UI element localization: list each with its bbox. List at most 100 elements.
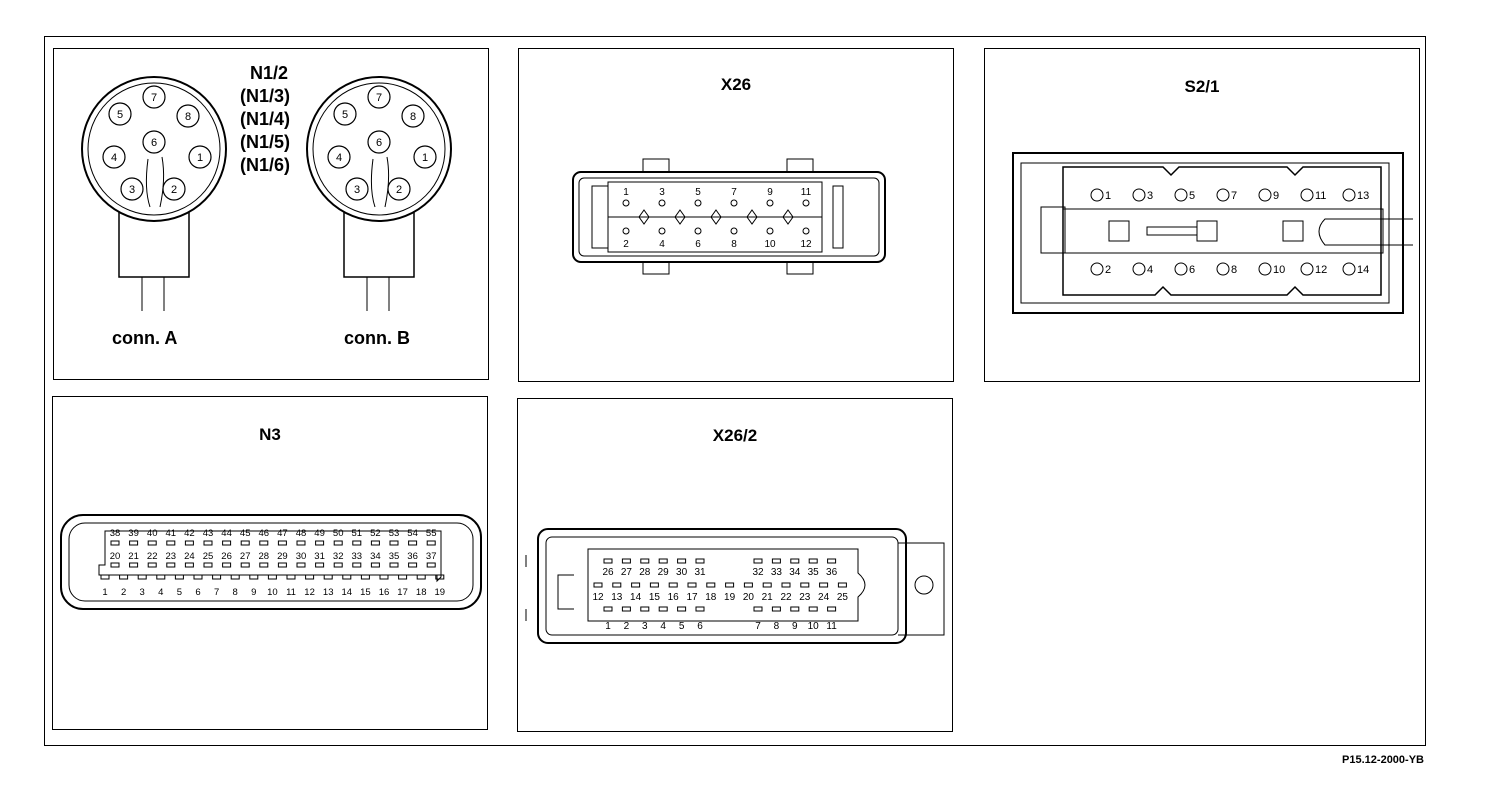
x26-2-pin-25-slot (837, 582, 847, 588)
x26-top-tab-right (786, 158, 814, 173)
x26-2-pin-33-slot (771, 558, 781, 564)
x26-2-pin-28-slot (640, 558, 650, 564)
x26-2-pin-19-slot (725, 582, 735, 588)
s2-1-pin-2-label: 2 (1105, 264, 1111, 276)
n3-pin-13-label: 13 (323, 587, 334, 598)
pin-8-circle (176, 104, 200, 128)
s2-1-pin-8-label: 8 (1231, 264, 1237, 276)
x26-pin-5-label: 5 (695, 187, 701, 198)
x26-pin-2-label: 2 (623, 239, 629, 250)
x26-2-pin-14-slot (631, 582, 641, 588)
n3-pin-44-label: 44 (221, 528, 232, 539)
x26-2-pin-20-label: 20 (743, 592, 755, 603)
pin-5-label: 5 (342, 109, 348, 121)
x26-2-pin-13-label: 13 (611, 592, 623, 603)
n3-pin-38-slot (110, 540, 120, 546)
x26-pin-12-label: 12 (800, 239, 812, 250)
n3-pin-54-label: 54 (407, 528, 418, 539)
x26-2-pin-21-slot (762, 582, 772, 588)
n3-pin-26-label: 26 (221, 551, 232, 562)
x26-2-pin-8-slot (771, 606, 781, 612)
n3-pin-5-slot (174, 574, 184, 580)
n3-pin-52-label: 52 (370, 528, 381, 539)
x26-key-diamond (710, 209, 722, 225)
n3-pin-21-label: 21 (128, 551, 139, 562)
x26-2-pin-7-slot (753, 606, 763, 612)
x26-pin-8-hole (730, 227, 738, 235)
n3-pin-27-label: 27 (240, 551, 251, 562)
x26-2-pin-28-label: 28 (639, 567, 651, 578)
x26-2-pin-32-slot (753, 558, 763, 564)
n3-pin-1-label: 1 (102, 587, 107, 598)
x26-pin-4-label: 4 (659, 239, 665, 250)
s2-1-pin-12-label: 12 (1315, 264, 1327, 276)
n3-pin-40-label: 40 (147, 528, 158, 539)
s2-1-pin-7-circle (1216, 188, 1230, 202)
x26-2-mount-hole (914, 575, 934, 595)
x26-2-pin-11-slot (827, 606, 837, 612)
s2-1-pin-12-circle (1300, 262, 1314, 276)
figure-code: P15.12-2000-YB (1342, 754, 1424, 766)
s2-1-pin-1-label: 1 (1105, 190, 1111, 202)
x26-pin-8-label: 8 (731, 239, 737, 250)
n3-pin-32-label: 32 (333, 551, 344, 562)
x26-2-pin-30-slot (677, 558, 687, 564)
x26-2-pin-10-label: 10 (808, 621, 820, 632)
n3-pin-2-slot (119, 574, 129, 580)
n3-pin-41-label: 41 (166, 528, 177, 539)
diagram-frame (44, 36, 1426, 746)
x26-2-housing (537, 528, 907, 644)
x26-pin-2-hole (622, 227, 630, 235)
pin-2-label: 2 (171, 184, 177, 196)
x26-2-pin-9-slot (790, 606, 800, 612)
n3-pin-41-slot (166, 540, 176, 546)
x26-2-pin-8-label: 8 (774, 621, 780, 632)
n3-pin-43-slot (203, 540, 213, 546)
x26-2-pin-4-slot (658, 606, 668, 612)
s2-1-square-right (1282, 220, 1304, 242)
x26-2-pin-22-label: 22 (780, 592, 792, 603)
x26-2-pin-16-slot (668, 582, 678, 588)
pin-4-circle (327, 145, 351, 169)
n3-pin-25-slot (203, 562, 213, 568)
x26-2-pin-29-slot (658, 558, 668, 564)
n3-pin-6-label: 6 (195, 587, 200, 598)
x26-2-pin-22-slot (781, 582, 791, 588)
n3-pin-18-label: 18 (416, 587, 427, 598)
n3-pin-43-label: 43 (203, 528, 214, 539)
x26-2-pin-9-label: 9 (792, 621, 798, 632)
x26-2-pin-13-slot (612, 582, 622, 588)
pin-8-label: 8 (410, 111, 416, 123)
pin-6-label: 6 (376, 137, 382, 149)
n3-pin-39-label: 39 (128, 528, 139, 539)
x26-title: X26 (720, 75, 752, 94)
x26-2-pin-23-slot (800, 582, 810, 588)
n3-pin-36-slot (408, 562, 418, 568)
x26-2-pin-6-label: 6 (697, 621, 703, 632)
x26-pin-7-hole (730, 199, 738, 207)
n3-pin-29-label: 29 (277, 551, 288, 562)
x26-pin-1-hole (622, 199, 630, 207)
x26-2-pin-3-label: 3 (642, 621, 648, 632)
n3-pin-14-slot (342, 574, 352, 580)
connector-b-key (370, 156, 390, 208)
x26-2-pin-10-slot (808, 606, 818, 612)
x26-2-pin-20-slot (743, 582, 753, 588)
x26-2-pin-36-label: 36 (826, 567, 838, 578)
n3-pin-27-slot (240, 562, 250, 568)
x26-2-pin-27-slot (621, 558, 631, 564)
n3-pin-54-slot (408, 540, 418, 546)
n3-pin-31-label: 31 (314, 551, 325, 562)
n3-pin-24-label: 24 (184, 551, 195, 562)
n3-pin-12-label: 12 (304, 587, 315, 598)
n3-pin-21-slot (129, 562, 139, 568)
pin-1-label: 1 (422, 152, 428, 164)
n1-2-title-line-4: (N1/5) (240, 132, 291, 152)
pin-2-circle (387, 177, 411, 201)
n3-pin-35-label: 35 (389, 551, 400, 562)
